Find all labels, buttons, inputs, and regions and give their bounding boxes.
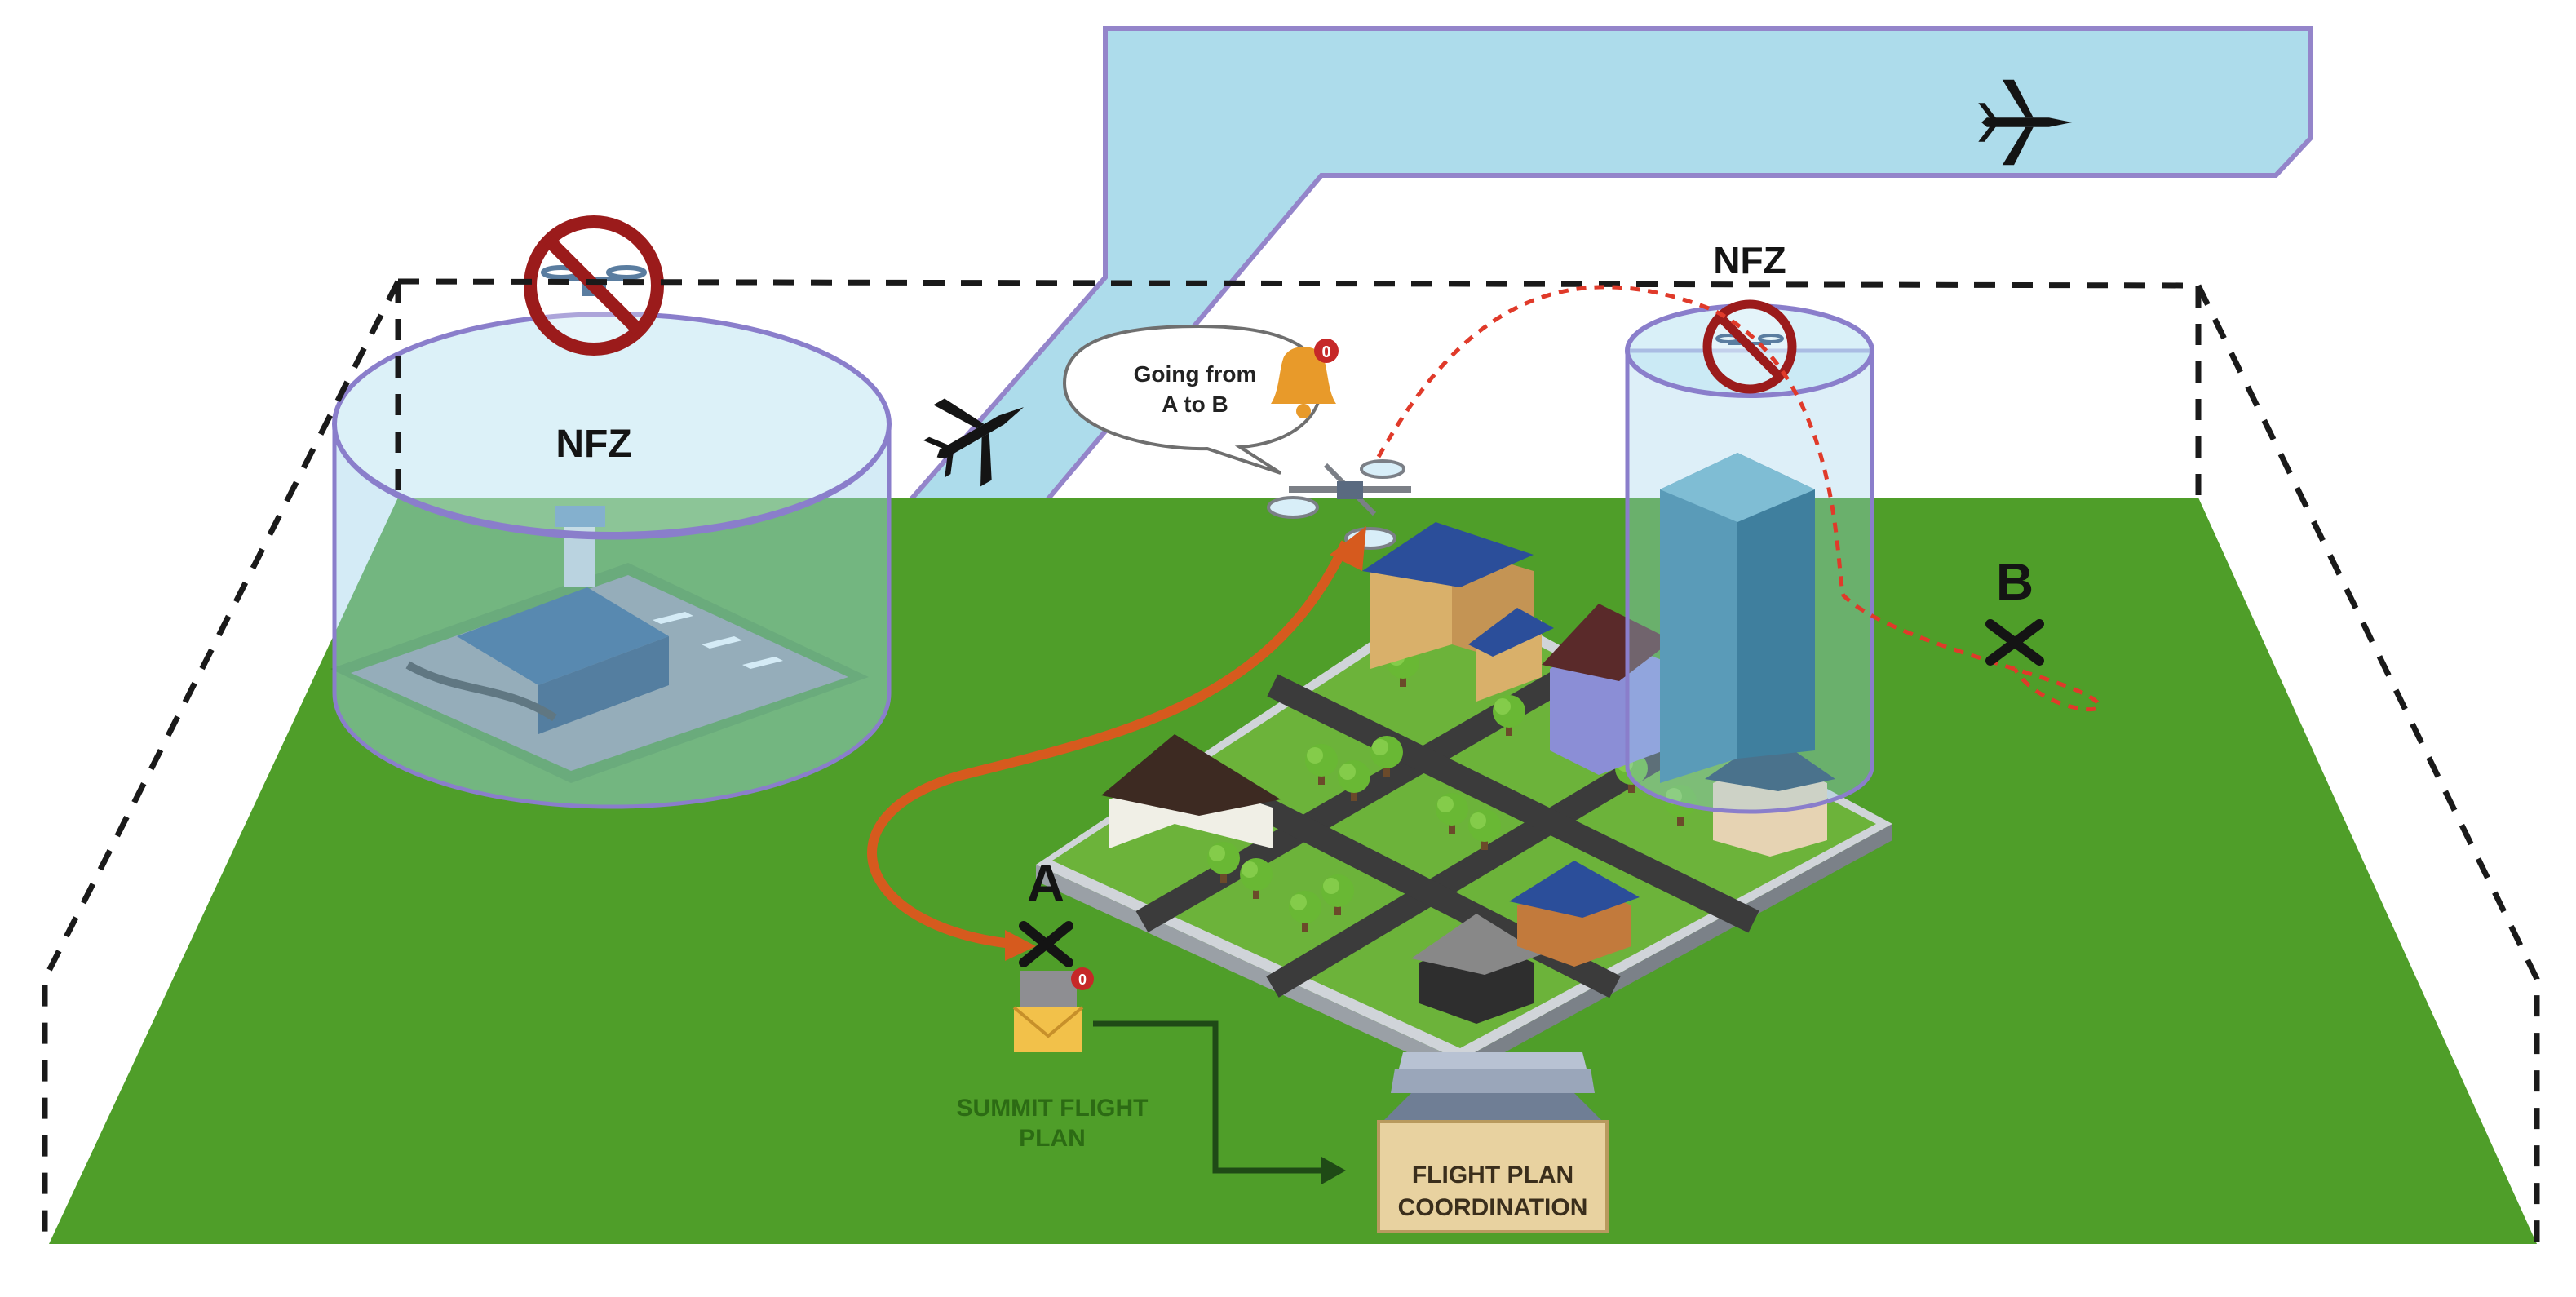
nfz-label-left: NFZ (555, 423, 631, 466)
coordination-line-2: COORDINATION (1398, 1194, 1588, 1221)
submit-flight-plan-line-1: SUMMIT FLIGHT (957, 1095, 1149, 1122)
bell-badge-count: 0 (1321, 343, 1330, 361)
envelope-badge-count: 0 (1078, 972, 1087, 988)
coordination-line-1: FLIGHT PLAN (1412, 1162, 1573, 1189)
city-block (1036, 522, 1892, 1077)
flight-path-takeoff (867, 540, 1351, 950)
nfz-cylinder-left (332, 312, 892, 809)
nfz-cylinder-right (1625, 303, 1874, 814)
speech-line-2: A to B (1162, 392, 1228, 417)
no-drone-sign-icon (1702, 299, 1797, 394)
no-drone-sign-icon (524, 215, 664, 356)
submit-arrow (1093, 1020, 1326, 1174)
house (1101, 734, 1281, 848)
house (1509, 861, 1640, 967)
submit-flight-plan-line-2: PLAN (1019, 1125, 1086, 1152)
speech-line-1: Going from (1134, 361, 1257, 387)
file-tray-icon (1377, 1052, 1609, 1233)
nfz-label-right: NFZ (1713, 239, 1786, 281)
airspace-boundary (42, 278, 2540, 1244)
bell-icon: 0 (1271, 339, 1339, 418)
envelope-icon: 0 (1012, 967, 1094, 1052)
house (1411, 914, 1542, 1024)
air-corridor (874, 26, 2313, 709)
point-a-label: A (1027, 854, 1064, 913)
x-marker-icon (1019, 921, 1073, 967)
house (1468, 608, 1554, 702)
house (1705, 734, 1835, 857)
skyscraper (1660, 453, 1815, 783)
x-marker-icon (1985, 619, 2044, 666)
house (1542, 604, 1672, 775)
point-b-label: B (1996, 552, 2034, 611)
flight-path-planned (1376, 285, 2101, 712)
